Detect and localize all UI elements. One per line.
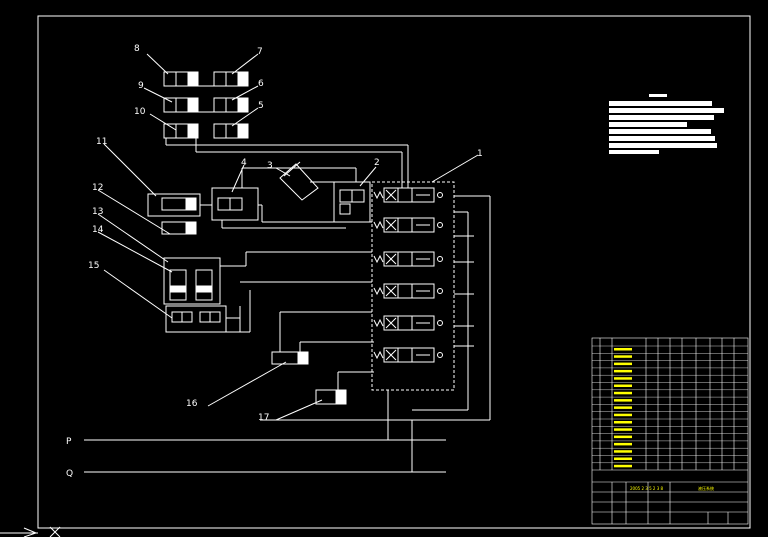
part-label-10: 10	[134, 107, 146, 117]
valve-section-6	[373, 347, 443, 363]
parts-row-text	[614, 442, 632, 446]
parts-row-text	[614, 450, 632, 453]
valve-section-1	[373, 187, 443, 203]
valve-section-5	[373, 315, 443, 331]
part-label-16: 16	[186, 399, 198, 409]
parts-row-text	[614, 413, 632, 417]
pressure-line-label: P	[66, 437, 72, 447]
cylinders-bottom-group	[271, 341, 374, 405]
part-label-15: 15	[88, 261, 99, 271]
parts-row-text	[614, 399, 632, 402]
technical-notes	[609, 94, 724, 154]
valve-section-2	[373, 217, 443, 233]
drawing-title: 液压系统	[698, 485, 714, 491]
drawing-frame	[0, 15, 751, 537]
part-label-2: 2	[374, 158, 380, 168]
parts-row-text	[614, 464, 632, 468]
relief-valve	[333, 168, 371, 223]
part-label-12: 12	[92, 183, 103, 193]
notes-heading-bar	[649, 94, 667, 97]
parts-row-text	[614, 428, 632, 431]
parts-row-text	[614, 384, 632, 387]
part-label-14: 14	[92, 225, 104, 235]
parts-row-text	[614, 348, 632, 351]
part-label-6: 6	[258, 79, 264, 89]
connecting-pipes	[240, 195, 491, 421]
part-label-11: 11	[96, 137, 107, 147]
supply-lines	[84, 390, 446, 473]
part-label-4: 4	[241, 158, 247, 168]
parts-list-rows	[592, 345, 748, 468]
return-line-label: Q	[66, 469, 73, 479]
parts-row-text	[614, 355, 632, 358]
valve-section-4	[373, 283, 443, 299]
parts-row-text	[614, 369, 632, 373]
part-label-7: 7	[257, 47, 263, 57]
cylinders-mid-group	[147, 167, 372, 235]
drawing-number: 2005 2 3 5 2 3 8	[630, 486, 664, 491]
part-label-13: 13	[92, 207, 103, 217]
valve-section-3	[373, 251, 443, 267]
parts-row-text	[614, 457, 632, 460]
cylinders-lower-group	[163, 257, 246, 333]
valve-sections	[373, 187, 443, 363]
part-label-8: 8	[134, 44, 140, 54]
leader-lines	[97, 53, 479, 421]
part-label-9: 9	[138, 81, 144, 91]
parts-row-text	[614, 391, 632, 395]
parts-row-text	[614, 377, 632, 380]
directional-valve-bank	[371, 181, 455, 391]
title-block	[591, 337, 749, 525]
parts-row-text	[614, 362, 632, 366]
cylinders-top-group	[163, 71, 409, 188]
parts-row-text	[614, 406, 632, 409]
parts-row-text	[614, 421, 632, 424]
part-label-5: 5	[258, 101, 264, 111]
part-label-3: 3	[267, 161, 273, 171]
part-label-1: 1	[477, 149, 483, 159]
parts-row-text	[614, 435, 632, 439]
part-label-17: 17	[258, 413, 269, 423]
